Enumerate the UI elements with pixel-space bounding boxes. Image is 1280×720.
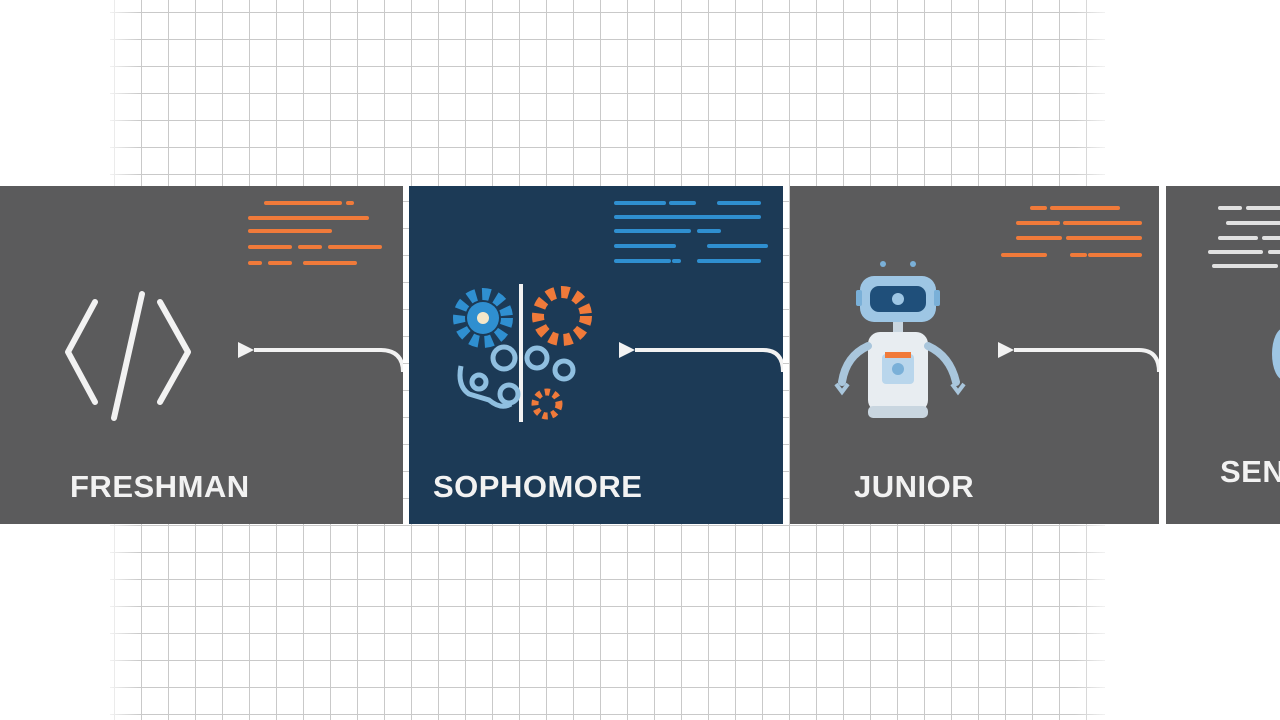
gears-icon bbox=[453, 284, 592, 422]
stage-panel-freshman: FRESHMAN bbox=[0, 186, 403, 524]
stage-label-junior: JUNIOR bbox=[854, 469, 975, 504]
connector-arrow bbox=[619, 342, 635, 358]
stage-panel-senior: SEN bbox=[1166, 186, 1280, 524]
stage-panel-junior: JUNIOR bbox=[790, 186, 1159, 524]
blue-gear bbox=[453, 288, 513, 348]
code-lines-decoration bbox=[1208, 206, 1280, 268]
senior-graphics bbox=[1208, 206, 1280, 379]
connector-line bbox=[254, 348, 403, 373]
code-brackets-icon bbox=[65, 291, 191, 421]
code-lines-decoration bbox=[614, 201, 768, 263]
connector-arrow bbox=[998, 342, 1014, 358]
code-lines-decoration bbox=[248, 201, 382, 265]
orange-gear bbox=[532, 286, 592, 346]
junior-graphics bbox=[834, 206, 1159, 418]
connector-line bbox=[1014, 348, 1159, 373]
connector-line bbox=[635, 348, 783, 373]
stage-label-sophomore: SOPHOMORE bbox=[433, 469, 643, 504]
stage-panel-sophomore: SOPHOMORE bbox=[409, 186, 783, 524]
connector-arrow bbox=[238, 342, 254, 358]
sophomore-graphics bbox=[453, 201, 783, 422]
robot-icon bbox=[834, 261, 966, 418]
code-lines-decoration bbox=[1001, 206, 1142, 257]
stage-label-senior: SEN bbox=[1220, 454, 1280, 489]
freshman-graphics bbox=[65, 201, 403, 421]
stage-label-freshman: FRESHMAN bbox=[70, 469, 250, 504]
robot-icon bbox=[1272, 329, 1280, 379]
